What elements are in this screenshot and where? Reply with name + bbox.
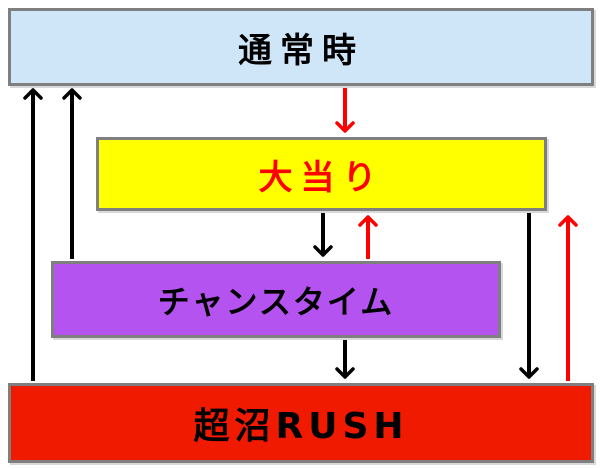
state-label-jackpot: 大当り bbox=[258, 157, 385, 198]
state-box-normal: 通常時 bbox=[8, 8, 594, 86]
state-label-chance-time: チャンスタイム bbox=[157, 282, 395, 321]
state-box-chance-time: チャンスタイム bbox=[51, 261, 501, 338]
state-label-normal: 通常時 bbox=[238, 30, 364, 71]
state-box-rush: 超沼RUSH bbox=[8, 383, 594, 463]
state-label-rush: 超沼RUSH bbox=[193, 406, 409, 447]
state-box-jackpot: 大当り bbox=[96, 137, 547, 211]
